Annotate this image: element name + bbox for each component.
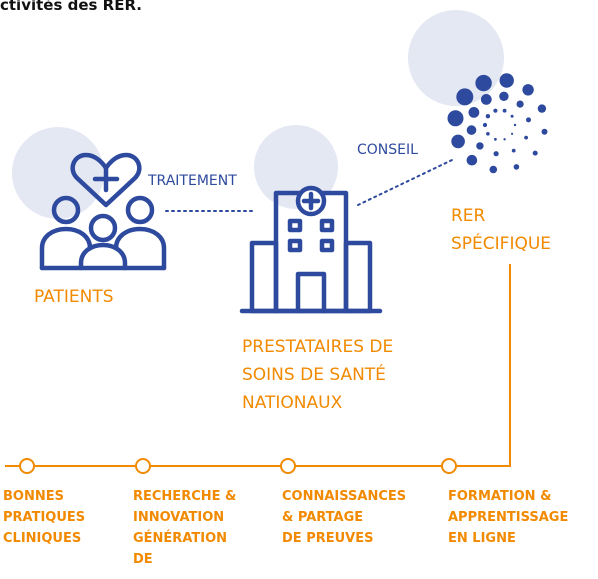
timeline-item-1-line-2: PRATIQUES [3,510,86,525]
rer-label-line-1: RER [451,206,486,226]
network-dot [526,117,531,123]
network-dot [516,100,524,108]
providers-label-line-2: SOINS DE SANTÉ [242,365,386,385]
network-dot [522,84,534,96]
patients-bg-circle [12,127,104,219]
network-dot [499,73,514,88]
timeline-item-4: FORMATION & APPRENTISSAGE EN LIGNE [448,486,568,549]
network-dot [447,110,464,127]
network-dot [485,114,491,119]
providers-label-line-3: NATIONAUX [242,393,343,413]
timeline-item-2-line-4: DE [133,552,153,567]
people-heart-icon [39,152,167,271]
timeline-item-3: CONNAISSANCES & PARTAGE DE PREUVES [282,486,406,549]
dotted-circle-network-icon [447,73,548,174]
network-dot [510,132,514,135]
patients-label: PATIENTS [34,287,114,307]
network-dot [510,114,514,118]
rer-label: RER SPÉCIFIQUE [451,202,551,258]
network-dot [466,154,478,166]
network-dot [537,104,547,113]
network-dot [486,132,490,136]
network-dot [480,94,492,105]
timeline-item-4-line-3: EN LIGNE [448,531,516,546]
network-dot [503,138,506,141]
network-dot [489,165,498,174]
timeline-item-2-line-3: GÉNÉRATION [133,531,228,546]
timeline-item-4-line-1: FORMATION & [448,489,552,504]
rer-bg-circle [408,10,504,106]
rer-label-line-2: SPÉCIFIQUE [451,234,552,254]
network-dot [451,134,465,149]
timeline-node-1 [19,458,35,474]
timeline-item-3-line-1: CONNAISSANCES [282,489,407,504]
network-dot [513,164,520,170]
timeline-item-2: RECHERCHE & INNOVATION GÉNÉRATION DE [133,486,236,570]
network-dot [499,91,509,102]
network-dot [532,150,538,156]
network-dot [468,107,480,118]
page-title: ctivités des RER. [0,0,143,14]
network-dot [476,142,484,150]
timeline-item-3-line-2: & PARTAGE [282,510,364,525]
providers-label: PRESTATAIRES DE SOINS DE SANTÉ NATIONAUX [242,333,393,417]
timeline-item-1-line-1: BONNES [3,489,64,504]
network-dot [466,125,477,135]
network-dot [482,122,488,128]
treatment-label: TRAITEMENT [148,173,237,189]
timeline-item-2-line-1: RECHERCHE & [133,489,237,504]
timeline [5,264,511,474]
network-dot [494,137,497,141]
network-dot [524,135,528,140]
timeline-item-2-line-2: INNOVATION [133,510,225,525]
timeline-node-4 [441,458,457,474]
hospital-icon [239,185,383,314]
network-dot [513,123,517,127]
network-dot [502,108,507,113]
timeline-item-1-line-3: CLINIQUES [3,531,82,546]
timeline-node-3 [280,458,296,474]
timeline-item-1: BONNES PRATIQUES CLINIQUES [3,486,85,549]
timeline-node-2 [135,458,151,474]
network-dot [493,151,499,157]
advice-label: CONSEIL [357,142,418,158]
providers-label-line-1: PRESTATAIRES DE [242,337,394,357]
network-dot [475,74,492,92]
timeline-item-3-line-3: DE PREUVES [282,531,374,546]
network-dot [511,148,516,153]
timeline-item-4-line-2: APPRENTISSAGE [448,510,569,525]
advice-connector [357,159,453,206]
network-dot [541,128,548,135]
network-dot [493,108,498,113]
network-dot [456,88,474,106]
